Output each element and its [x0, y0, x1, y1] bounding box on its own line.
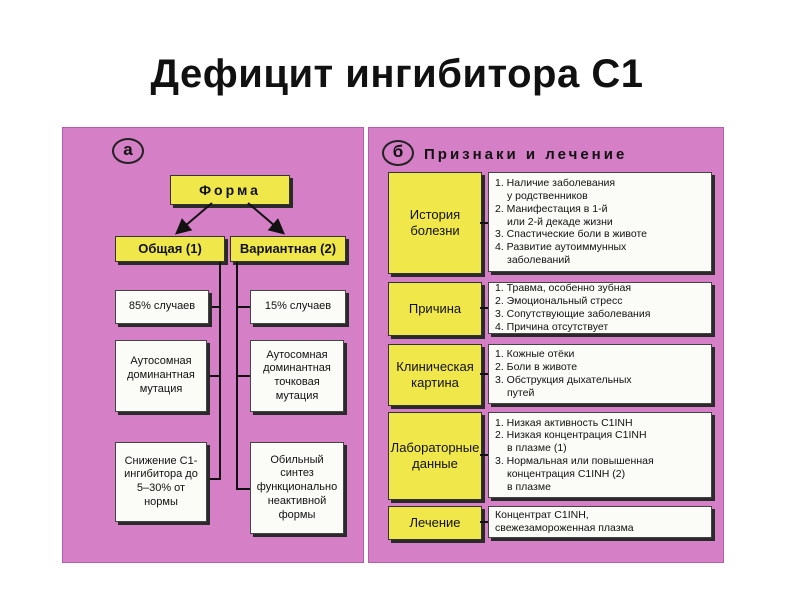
list-item: 2. Эмоциональный стресс: [495, 295, 623, 308]
panel-a-badge: а: [112, 138, 144, 164]
row-list-lab: 1. Низкая активность С1INH 2. Низкая кон…: [488, 412, 712, 498]
list-item: 3. Сопутствующие заболевания: [495, 308, 651, 320]
list-item: путей: [507, 386, 535, 399]
row-label-treatment: Лечение: [388, 506, 482, 540]
row-label-lab: Лабораторные данные: [388, 412, 482, 500]
panel-b-header: Признаки и лечение: [424, 146, 628, 163]
left-tick-3: [207, 478, 219, 480]
right-connector: [236, 262, 238, 490]
list-item: 2. Боли в животе: [495, 361, 578, 374]
list-item: 4. Развитие аутоиммунных: [495, 241, 627, 254]
list-item: 4. Причина отсутствует: [495, 320, 609, 333]
row-label-clinical: Клиническая картина: [388, 344, 482, 406]
type-variant-box: Вариантная (2): [230, 236, 346, 262]
row-connector-2: [480, 307, 488, 309]
left-tick-2: [207, 375, 219, 377]
row-label-history: История болезни: [388, 172, 482, 274]
list-item: заболеваний: [507, 253, 571, 266]
panel-b-badge: б: [382, 140, 414, 166]
right-tick-3: [238, 488, 250, 490]
row-connector-5: [480, 521, 488, 523]
list-item: 3. Нормальная или повышенная: [495, 455, 654, 467]
row-label-cause: Причина: [388, 282, 482, 336]
list-item: 1. Наличие заболевания: [495, 177, 616, 190]
list-item: 3. Спастические боли в животе: [495, 228, 647, 241]
row-list-cause: 1. Травма, особенно зубная 2. Эмоциональ…: [488, 282, 712, 334]
right-box-2: Аутосомная доминантная точковая мутация: [250, 340, 344, 412]
list-item: свежезамороженная плазма: [495, 522, 634, 534]
left-tick-1: [207, 306, 219, 308]
list-item: в плазме: [507, 480, 551, 493]
right-box-1: 15% случаев: [250, 290, 346, 324]
left-connector: [219, 262, 221, 480]
form-box: Форма: [170, 175, 290, 205]
list-item: 1. Кожные отёки: [495, 348, 575, 361]
list-item: 1. Травма, особенно зубная: [495, 282, 632, 295]
list-item: концентрация С1INH (2): [507, 467, 626, 480]
page-title: Дефицит ингибитора С1: [150, 52, 644, 96]
list-item: 3. Обструкция дыхательных: [495, 374, 632, 386]
row-connector-1: [480, 222, 488, 224]
row-connector-3: [480, 373, 488, 375]
type-common-box: Общая (1): [115, 236, 225, 262]
right-tick-2: [238, 375, 250, 377]
left-box-1: 85% случаев: [115, 290, 209, 324]
list-item: у родственников: [507, 190, 588, 202]
list-item: 2. Манифестация в 1-й: [495, 202, 608, 215]
list-item: 1. Низкая активность С1INH: [495, 416, 633, 429]
row-list-treatment: Концентрат С1INH, свежезамороженная плаз…: [488, 506, 712, 538]
list-item: в плазме (1): [507, 442, 567, 455]
list-item: или 2-й декаде жизни: [507, 215, 613, 228]
right-tick-1: [238, 306, 250, 308]
list-item: 2. Низкая концентрация С1INH: [495, 429, 647, 442]
list-item: Концентрат С1INH,: [495, 509, 589, 522]
left-box-2: Аутосомная доминантная мутация: [115, 340, 207, 412]
right-box-3: Обильный синтез функционально неактивной…: [250, 442, 344, 534]
row-list-clinical: 1. Кожные отёки 2. Боли в животе 3. Обст…: [488, 344, 712, 404]
left-box-3: Снижение С1-ингибитора до 5–30% от нормы: [115, 442, 207, 522]
row-list-history: 1. Наличие заболевания у родственников 2…: [488, 172, 712, 272]
row-connector-4: [480, 454, 488, 456]
